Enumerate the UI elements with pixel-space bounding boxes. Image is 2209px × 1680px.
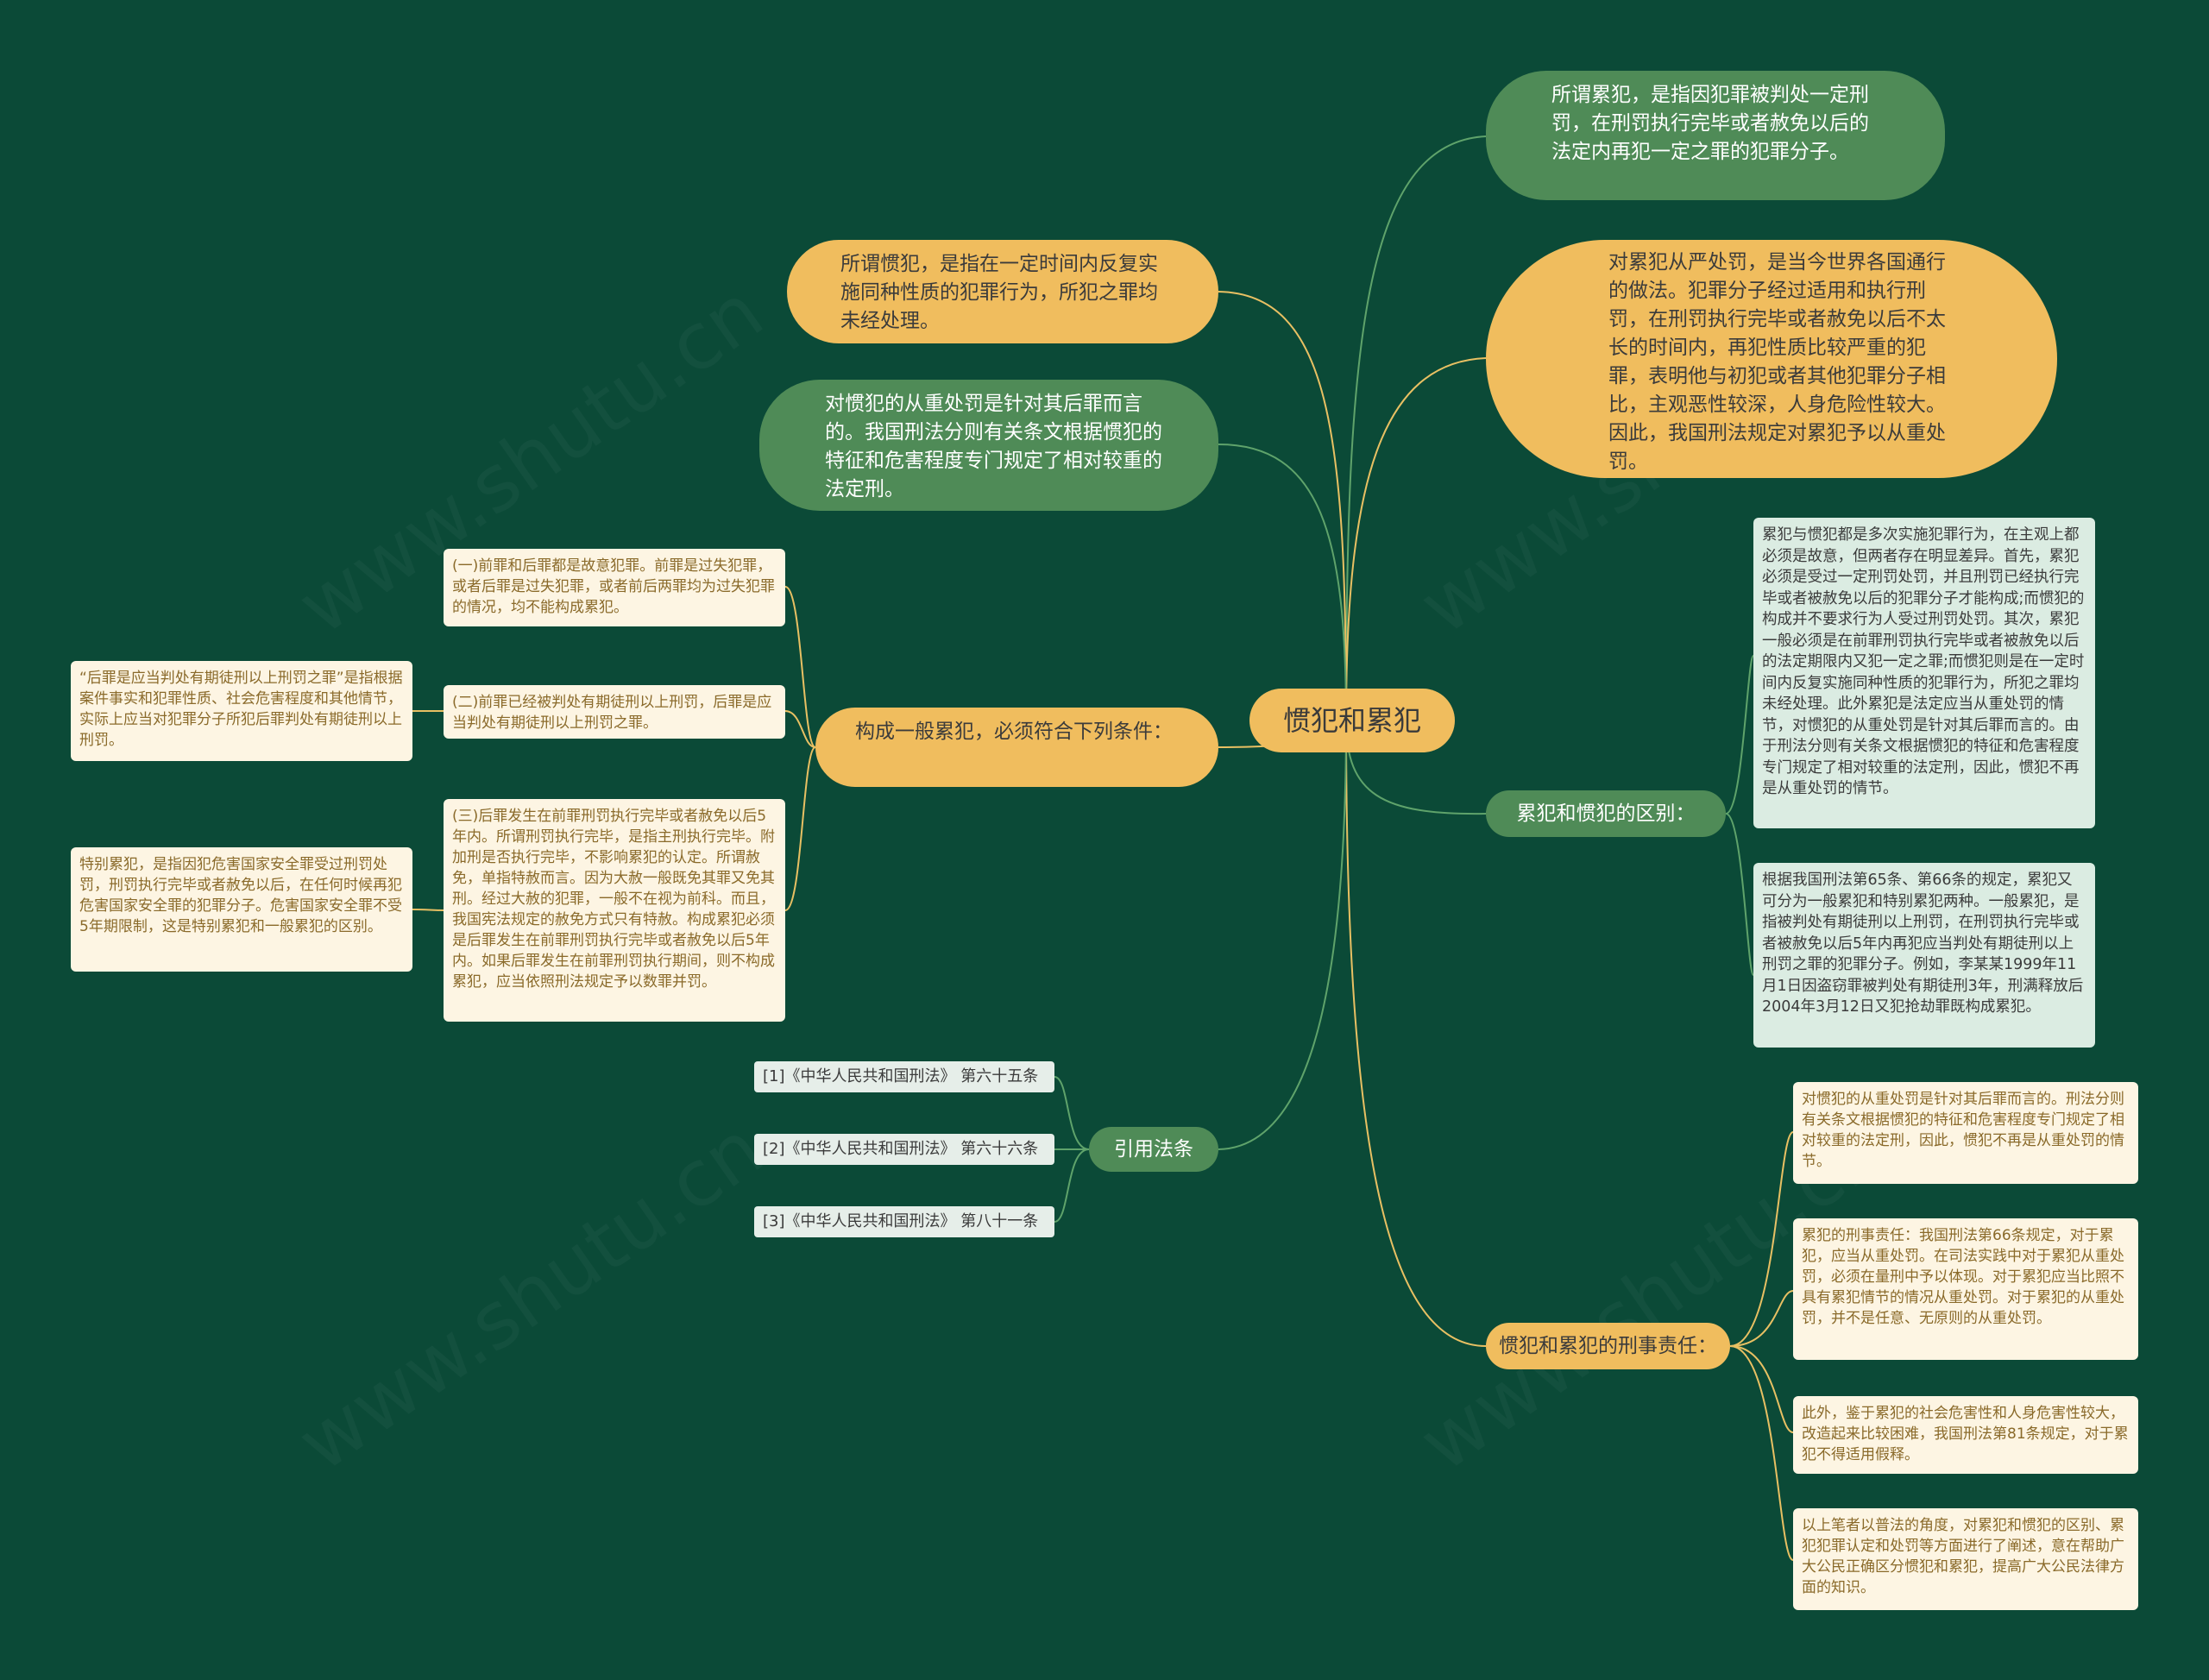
condition-sub-text-2: 特别累犯，是指因犯危害国家安全罪受过刑罚处罚，刑罚执行完毕或者赦免以后，在任何时… xyxy=(79,856,402,935)
difference-label: 累犯和惯犯的区别： xyxy=(1516,802,1696,825)
liability-box-1[interactable]: 对惯犯的从重处罚是针对其后罪而言的。刑法分则有关条文根据惯犯的特征和危害程度专门… xyxy=(1793,1082,2138,1184)
references-node[interactable]: 引用法条 xyxy=(1089,1127,1218,1172)
reference-text-2: [2]《中华人民共和国刑法》 第六十六条 xyxy=(763,1140,1039,1158)
liability-text-2: 累犯的刑事责任：我国刑法第66条规定，对于累犯，应当从重处罚。在司法实践中对于累… xyxy=(1802,1227,2124,1327)
leijun-strict-node[interactable]: 对累犯从严处罚，是当今世界各国通行的做法。犯罪分子经过适用和执行刑罚，在刑罚执行… xyxy=(1486,240,2057,478)
difference-text-1: 累犯与惯犯都是多次实施犯罪行为，在主观上都必须是故意，但两者存在明显差异。首先，… xyxy=(1762,526,2085,797)
reference-item-1[interactable]: [1]《中华人民共和国刑法》 第六十五条 xyxy=(754,1061,1054,1092)
condition-text-1: (一)前罪和后罪都是故意犯罪。前罪是过失犯罪，或者后罪是过失犯罪，或者前后两罪均… xyxy=(452,557,775,616)
guanfan-definition-text: 所谓惯犯，是指在一定时间内反复实施同种性质的犯罪行为，所犯之罪均未经处理。 xyxy=(840,253,1158,332)
liability-box-2[interactable]: 累犯的刑事责任：我国刑法第66条规定，对于累犯，应当从重处罚。在司法实践中对于累… xyxy=(1793,1218,2138,1360)
reference-text-1: [1]《中华人民共和国刑法》 第六十五条 xyxy=(763,1067,1039,1085)
condition-sub-box-1[interactable]: “后罪是应当判处有期徒刑以上刑罚之罪”是指根据案件事实和犯罪性质、社会危害程度和… xyxy=(71,661,412,761)
condition-sub-text-1: “后罪是应当判处有期徒刑以上刑罚之罪”是指根据案件事实和犯罪性质、社会危害程度和… xyxy=(79,670,403,749)
guanfan-heavy-text: 对惯犯的从重处罚是针对其后罪而言的。我国刑法分则有关条文根据惯犯的特征和危害程度… xyxy=(825,393,1162,500)
leijun-definition-text: 所谓累犯，是指因犯罪被判处一定刑罚，在刑罚执行完毕或者赦免以后的法定内再犯一定之… xyxy=(1551,84,1869,163)
liability-node[interactable]: 惯犯和累犯的刑事责任： xyxy=(1486,1323,1730,1369)
reference-item-2[interactable]: [2]《中华人民共和国刑法》 第六十六条 xyxy=(754,1134,1054,1165)
condition-sub-box-2[interactable]: 特别累犯，是指因犯危害国家安全罪受过刑罚处罚，刑罚执行完毕或者赦免以后，在任何时… xyxy=(71,847,412,972)
liability-box-4[interactable]: 以上笔者以普法的角度，对累犯和惯犯的区别、累犯犯罪认定和处罚等方面进行了阐述，意… xyxy=(1793,1508,2138,1610)
condition-box-3[interactable]: (三)后罪发生在前罪刑罚执行完毕或者赦免以后5年内。所谓刑罚执行完毕，是指主刑执… xyxy=(444,799,785,1022)
root-label: 惯犯和累犯 xyxy=(1282,704,1421,737)
leijun-strict-text: 对累犯从严处罚，是当今世界各国通行的做法。犯罪分子经过适用和执行刑罚，在刑罚执行… xyxy=(1608,251,1946,473)
leijun-definition-node[interactable]: 所谓累犯，是指因犯罪被判处一定刑罚，在刑罚执行完毕或者赦免以后的法定内再犯一定之… xyxy=(1486,71,1945,200)
guanfan-heavy-node[interactable]: 对惯犯的从重处罚是针对其后罪而言的。我国刑法分则有关条文根据惯犯的特征和危害程度… xyxy=(759,380,1218,511)
conditions-node[interactable]: 构成一般累犯，必须符合下列条件： xyxy=(815,708,1218,787)
liability-label: 惯犯和累犯的刑事责任： xyxy=(1499,1335,1717,1357)
conditions-label: 构成一般累犯，必须符合下列条件： xyxy=(855,720,1173,743)
reference-item-3[interactable]: [3]《中华人民共和国刑法》 第八十一条 xyxy=(754,1206,1054,1237)
references-label: 引用法条 xyxy=(1114,1138,1193,1161)
liability-text-3: 此外，鉴于累犯的社会危害性和人身危害性较大，改造起来比较困难，我国刑法第81条规… xyxy=(1802,1405,2129,1463)
reference-text-3: [3]《中华人民共和国刑法》 第八十一条 xyxy=(763,1212,1039,1230)
liability-text-4: 以上笔者以普法的角度，对累犯和惯犯的区别、累犯犯罪认定和处罚等方面进行了阐述，意… xyxy=(1802,1517,2124,1596)
condition-box-2[interactable]: (二)前罪已经被判处有期徒刑以上刑罚，后罪是应当判处有期徒刑以上刑罚之罪。 xyxy=(444,685,785,739)
root-node[interactable]: 惯犯和累犯 xyxy=(1249,689,1455,752)
condition-text-2: (二)前罪已经被判处有期徒刑以上刑罚，后罪是应当判处有期徒刑以上刑罚之罪。 xyxy=(452,694,772,732)
difference-box-2[interactable]: 根据我国刑法第65条、第66条的规定，累犯又可分为一般累犯和特别累犯两种。一般累… xyxy=(1753,863,2095,1048)
difference-node[interactable]: 累犯和惯犯的区别： xyxy=(1486,790,1726,837)
difference-text-2: 根据我国刑法第65条、第66条的规定，累犯又可分为一般累犯和特别累犯两种。一般累… xyxy=(1762,871,2084,1016)
condition-box-1[interactable]: (一)前罪和后罪都是故意犯罪。前罪是过失犯罪，或者后罪是过失犯罪，或者前后两罪均… xyxy=(444,549,785,626)
condition-text-3: (三)后罪发生在前罪刑罚执行完毕或者赦免以后5年内。所谓刑罚执行完毕，是指主刑执… xyxy=(452,808,775,991)
difference-box-1[interactable]: 累犯与惯犯都是多次实施犯罪行为，在主观上都必须是故意，但两者存在明显差异。首先，… xyxy=(1753,518,2095,828)
guanfan-definition-node[interactable]: 所谓惯犯，是指在一定时间内反复实施同种性质的犯罪行为，所犯之罪均未经处理。 xyxy=(787,240,1218,343)
liability-box-3[interactable]: 此外，鉴于累犯的社会危害性和人身危害性较大，改造起来比较困难，我国刑法第81条规… xyxy=(1793,1396,2138,1474)
liability-text-1: 对惯犯的从重处罚是针对其后罪而言的。刑法分则有关条文根据惯犯的特征和危害程度专门… xyxy=(1802,1091,2124,1170)
